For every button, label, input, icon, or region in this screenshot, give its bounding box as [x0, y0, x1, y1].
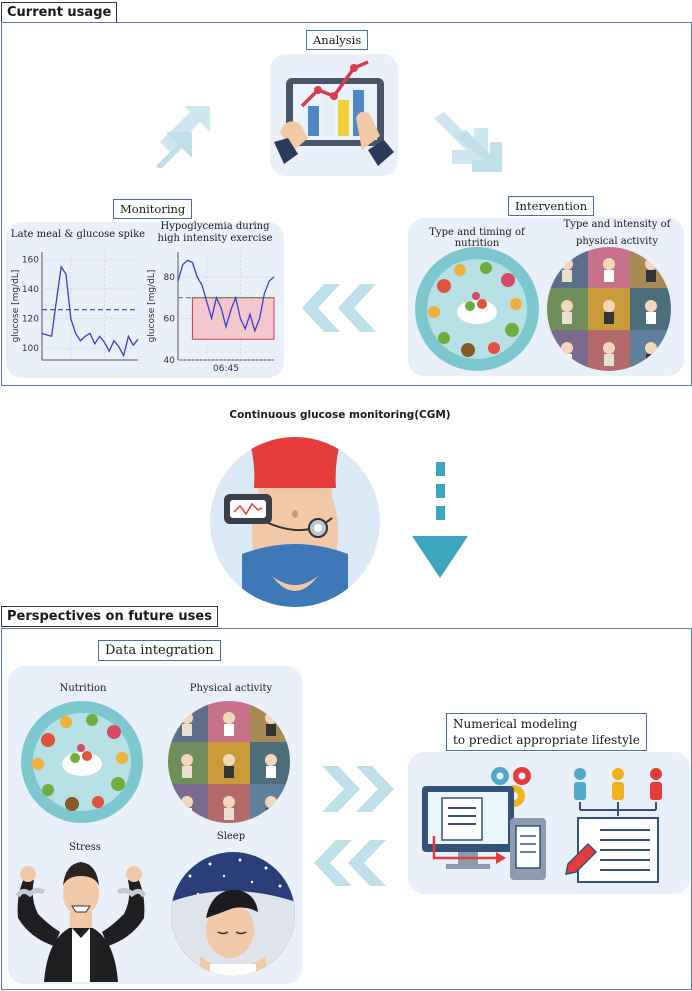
sleep-label: Sleep — [216, 831, 246, 842]
y-tick-label: 120 — [22, 315, 39, 325]
stress-person-icon — [15, 862, 147, 982]
future-double-chevron-left-icon — [314, 840, 386, 886]
nutrition-label: Nutrition — [59, 683, 107, 694]
cgm-title: Continuous glucose monitoring(CGM) — [229, 409, 451, 421]
y-tick-label: 80 — [164, 273, 176, 283]
activity-caption-2: physical activity — [575, 236, 659, 247]
y-axis-label: glucose [mg/dL] — [11, 270, 21, 343]
future-activity-grid-icon — [168, 701, 290, 823]
activity-caption-1: Type and intensity of — [563, 219, 671, 230]
analysis-label: Analysis — [306, 30, 369, 50]
modeling-label: Numerical modeling to predict appropriat… — [446, 713, 647, 751]
people-document-icon — [565, 768, 662, 883]
physical-activity-label: Physical activity — [189, 683, 273, 694]
y-tick-label: 40 — [164, 356, 176, 366]
modeling-line1: Numerical modeling — [453, 717, 578, 731]
analysis-tablet-icon — [274, 60, 394, 166]
chart-left-title: Late meal & glucose spike — [10, 229, 146, 240]
dashed-arrow-down-icon — [412, 462, 468, 578]
glucose-series-line — [41, 264, 139, 358]
nutrition-plate-icon — [415, 247, 539, 371]
cgm-body-icon — [210, 437, 380, 607]
y-tick-label: 100 — [22, 344, 39, 354]
data-integration-label: Data integration — [98, 640, 221, 661]
sleep-person-icon — [171, 852, 295, 976]
modeling-line2: to predict appropriate lifestyle — [453, 733, 640, 747]
y-tick-label: 140 — [22, 285, 39, 295]
monitoring-label: Monitoring — [113, 199, 193, 219]
chart-right-title-2: high intensity exercise — [157, 233, 273, 244]
future-title: Perspectives on future uses — [1, 606, 218, 627]
chart-right-title-1: Hypoglycemia during — [160, 221, 270, 232]
double-chevron-right-icon — [322, 766, 394, 812]
arrow-down-right-icon — [434, 112, 502, 172]
x-tick-label: 06:45 — [213, 364, 239, 372]
double-chevron-left-icon — [302, 284, 376, 332]
current-usage-title: Current usage — [1, 2, 118, 23]
computer-gears-icon — [422, 767, 546, 880]
intervention-label: Intervention — [508, 196, 595, 216]
y-tick-label: 160 — [22, 255, 39, 265]
arrow-up-right-icon — [156, 106, 210, 168]
y-axis-label: glucose [mg/dL] — [147, 270, 157, 343]
future-nutrition-plate-icon — [21, 701, 143, 823]
hypoglycemia-chart: 40 60 80 06:45 glucose [mg/dL] — [147, 252, 275, 372]
y-tick-label: 60 — [164, 314, 176, 324]
glucose-series-line — [177, 259, 275, 333]
activity-grid-icon — [547, 247, 671, 371]
stress-label: Stress — [69, 842, 101, 853]
nutrition-caption: Type and timing of nutrition — [429, 227, 525, 249]
